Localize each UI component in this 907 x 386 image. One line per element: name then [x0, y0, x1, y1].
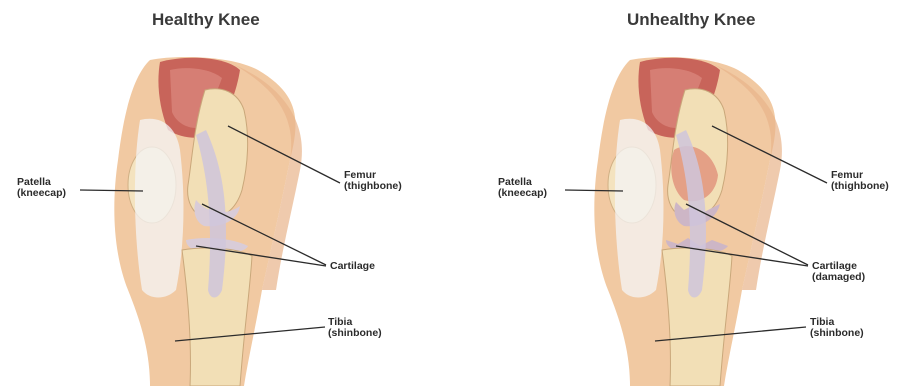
tibia-label: Tibia (shinbone) — [810, 317, 864, 339]
femur-label: Femur (thighbone) — [344, 170, 402, 192]
healthy-knee-panel: Healthy Knee Patella (kneecap) Femur (th… — [0, 0, 450, 386]
cartilage-label: Cartilage — [330, 261, 375, 272]
panel-title: Healthy Knee — [152, 10, 260, 30]
cartilage-label: Cartilage (damaged) — [812, 261, 865, 283]
unhealthy-knee-panel: Unhealthy Knee Patella (kneecap) Femur (… — [450, 0, 907, 386]
tibia-label: Tibia (shinbone) — [328, 317, 382, 339]
patella-label: Patella (kneecap) — [498, 177, 547, 199]
healthy-knee-illustration — [0, 0, 450, 386]
patella-label: Patella (kneecap) — [17, 177, 66, 199]
patellar-tendon — [135, 119, 184, 298]
femur-label: Femur (thighbone) — [831, 170, 889, 192]
patellar-tendon — [615, 119, 664, 298]
panel-title: Unhealthy Knee — [627, 10, 755, 30]
